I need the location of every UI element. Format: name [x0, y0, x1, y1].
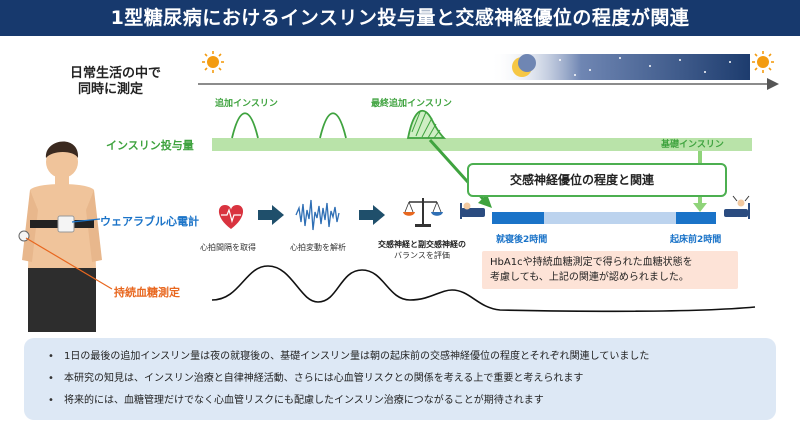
cgm-pointer [25, 237, 113, 290]
waking-person-icon [724, 195, 750, 219]
final-additional-insulin-label: 最終追加インスリン [371, 99, 452, 109]
wearable-ecg-label: ウェアラブル心電計 [100, 215, 199, 228]
ecg-wave-icon [295, 199, 340, 231]
glucose-curve [211, 265, 756, 313]
note-box: HbA1cや持続血糖測定で得られた血糖状態を 考慮しても、上記の関連が認められま… [482, 251, 738, 289]
before-wake-label: 起床前2時間 [670, 235, 722, 245]
before-wake-window [676, 212, 716, 224]
sleeping-person-icon [460, 202, 485, 219]
step-balance-line1: 交感神経と副交感神経の [378, 240, 466, 249]
summary-item: 1日の最後の追加インスリン量は夜の就寝後の、基礎インスリン量は朝の起床前の交感神… [48, 346, 762, 368]
step-hrv-analysis: 心拍変動を解析 [290, 243, 346, 252]
step-balance-line2: バランスを評価 [394, 251, 450, 260]
relation-box [467, 163, 727, 197]
stars-icon [559, 57, 731, 76]
arrow-right-icon [258, 205, 284, 225]
moon-icon [512, 54, 536, 77]
note-line2: 考慮しても、上記の関連が認められました。 [490, 272, 689, 283]
arrow-right-icon [359, 205, 385, 225]
step-heart-interval: 心拍間隔を取得 [200, 243, 256, 252]
basal-insulin-bar [212, 138, 752, 151]
note-line1: HbA1cや持続血糖測定で得られた血糖状態を [490, 257, 693, 268]
bolus-curve-2 [319, 112, 347, 139]
daily-life-line1: 日常生活の中で [70, 66, 162, 81]
daily-life-label: 日常生活の中で 同時に測定 [70, 66, 161, 98]
sleep-period-bar [492, 212, 716, 224]
heart-icon [218, 205, 244, 229]
summary-item: 将来的には、血糖管理だけでなく心血管リスクにも配慮したインスリン治療につながるこ… [48, 390, 762, 412]
sun-icon [752, 51, 774, 73]
bolus-curve-1 [231, 112, 259, 139]
sun-icon [202, 51, 224, 73]
after-sleep-label: 就寝後2時間 [496, 235, 548, 245]
daily-life-line2: 同時に測定 [78, 82, 144, 97]
page-title: 1型糖尿病におけるインスリン投与量と交感神経優位の程度が関連 [0, 0, 800, 36]
after-sleep-window [492, 212, 544, 224]
ecg-pointer [71, 218, 101, 223]
diagram-area: 日常生活の中で 同時に測定 追加インスリン 最終追加インスリン インスリン投与量… [0, 36, 800, 336]
summary-box: 1日の最後の追加インスリン量は夜の就寝後の、基礎インスリン量は朝の起床前の交感神… [24, 338, 776, 420]
additional-insulin-label: 追加インスリン [215, 99, 278, 109]
relation-label: 交感神経優位の程度と関連 [510, 173, 655, 187]
bolus-curve-final [406, 109, 447, 139]
insulin-dose-label: インスリン投与量 [106, 139, 194, 152]
summary-item: 本研究の知見は、インスリン治療と自律神経活動、さらには心血管リスクとの関係を考え… [48, 368, 762, 390]
basal-insulin-label: 基礎インスリン [661, 140, 724, 150]
cgm-label: 持続血糖測定 [114, 286, 180, 299]
person-illustration [18, 141, 102, 332]
balance-scale-icon [403, 198, 443, 227]
summary-list: 1日の最後の追加インスリン量は夜の就寝後の、基礎インスリン量は朝の起床前の交感神… [48, 346, 762, 412]
